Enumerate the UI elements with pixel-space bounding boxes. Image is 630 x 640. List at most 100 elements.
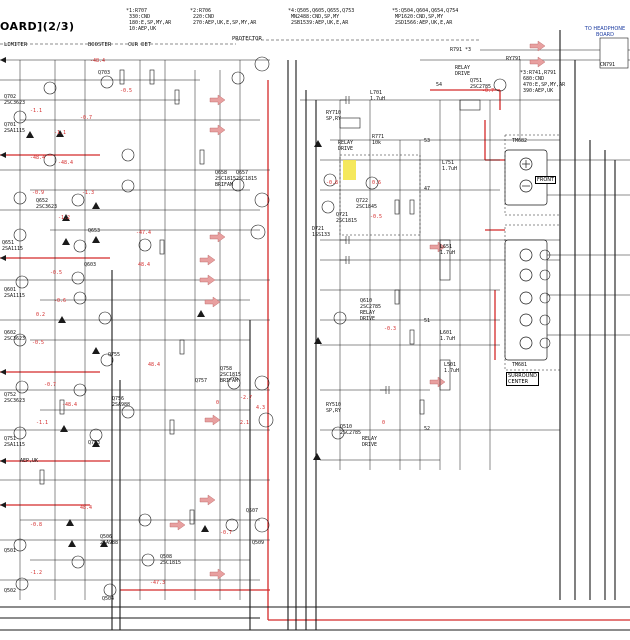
voltage-v34: -47.3 <box>150 580 166 586</box>
voltage-v3: -1.1 <box>30 108 43 114</box>
components-small <box>39 69 425 525</box>
node-47: 47 <box>424 186 431 192</box>
warning-triangles <box>26 130 322 547</box>
l651-label: L651 1.7uH <box>440 244 456 256</box>
q756: Q756 2SA988 <box>112 396 131 408</box>
q703: Q703 <box>98 70 111 76</box>
terminal-front <box>504 149 548 206</box>
highlight-mark <box>343 160 356 180</box>
q755: Q755 <box>108 352 121 358</box>
page-title: OARD](2/3) <box>0 20 75 33</box>
cn791-label: CN791 <box>600 62 616 68</box>
section-label-protector: PROTECTOR <box>232 36 262 42</box>
note-r707: *1:R707 330:CND 180:E,SP,MY,AR 10:AEP,UK <box>126 8 172 32</box>
left-edge-arrows <box>0 57 6 508</box>
tm682-label: TM682 <box>512 138 528 144</box>
voltage-v23: 4.3 <box>256 405 266 411</box>
section-label-curdet: CUR DET <box>128 42 152 48</box>
transistors <box>13 56 507 597</box>
voltage-v2: -0.5 <box>120 88 133 94</box>
voltage-v16: -0.5 <box>32 340 45 346</box>
q610: Q610 2SC2785 <box>360 298 382 310</box>
voltage-v8: -0.9 <box>32 190 45 196</box>
q502: Q502 <box>4 588 17 594</box>
q653: Q653 <box>88 228 101 234</box>
relay-drive-label-3: RELAY DRIVE <box>360 310 376 322</box>
q751-top: Q751 2SC2785 <box>470 78 492 90</box>
q652: Q652 2SC3623 <box>36 198 58 210</box>
voltage-v21: -2.7 <box>240 395 253 401</box>
voltage-v33: -1.2 <box>30 570 43 576</box>
voltage-v18: -0.7 <box>44 382 57 388</box>
to-headphone-label: TO HEADPHONE BOARD <box>584 26 626 38</box>
section-boxes <box>339 134 561 371</box>
q501: Q501 <box>4 548 17 554</box>
voltage-v20: -48.4 <box>62 402 78 408</box>
note-r741: *3:R741,R791 680:CND 470:E,SP,MY,AR 390:… <box>520 70 566 94</box>
q657: Q657 2SC1815 <box>236 170 258 182</box>
voltage-v26: 0.6 <box>372 180 382 186</box>
front-label: FRONT <box>535 176 557 184</box>
node-53: 53 <box>424 138 431 144</box>
q752: Q752 2SC3623 <box>4 392 26 404</box>
bus-lines <box>0 30 630 631</box>
voltage-v12: -47.4 <box>136 230 152 236</box>
l751-label: L751 1.7uH <box>442 160 458 172</box>
q701: Q701 2SA1115 <box>4 122 26 134</box>
q702: Q702 2SC3623 <box>4 94 26 106</box>
d721-label: D721 1SS133 <box>312 226 331 238</box>
l601-label: L601 1.7uH <box>440 330 456 342</box>
voltage-v10: -1.3 <box>82 190 95 196</box>
voltage-v4: -1.1 <box>54 130 67 136</box>
relay-drive-label-4: RELAY DRIVE <box>362 436 378 448</box>
q603: Q603 <box>84 262 97 268</box>
q506: Q506 2SA988 <box>100 534 119 546</box>
node-51: 51 <box>424 318 431 324</box>
voltage-v14: -0.6 <box>54 298 67 304</box>
aep-uk-label: AEP,UK <box>20 458 39 464</box>
l701-label: L701 1.7uH <box>370 90 386 102</box>
connector-arrows <box>169 40 546 580</box>
voltage-v19: -1.1 <box>36 420 49 426</box>
rly510-label: RY510 SP,RY <box>326 402 342 414</box>
voltage-v9: -1.2 <box>58 215 71 221</box>
voltage-v31: 48.4 <box>80 505 93 511</box>
relay-drive-label-2: RELAY DRIVE <box>338 140 354 152</box>
note-q505: *4:Q505,Q605,Q655,Q753 MN2488:CND,SP,MY … <box>288 8 355 26</box>
q504: Q504 <box>102 596 115 602</box>
voltage-v29: -0.3 <box>384 326 397 332</box>
voltage-v25: -0.8 <box>326 180 339 186</box>
q509: Q509 <box>252 540 265 546</box>
q651: Q651 2SA1115 <box>2 240 24 252</box>
q753: Q753 <box>88 440 101 446</box>
section-label-booster: BOOSTER <box>88 42 112 48</box>
voltage-v35: -0.7 <box>220 530 233 536</box>
q758: Q758 2SC1815 BRIFAM <box>220 366 242 384</box>
voltage-v32: -0.8 <box>30 522 43 528</box>
tm681-label: TM681 <box>512 362 528 368</box>
q507: Q507 <box>246 508 259 514</box>
voltage-v7: -48.4 <box>58 160 74 166</box>
voltage-v27: -0.7 <box>482 88 495 94</box>
note-q504: *5:Q504,Q604,Q654,Q754 MP1620:CND,SP,MY … <box>392 8 459 26</box>
voltage-v11: -0.5 <box>50 270 63 276</box>
voltage-v30: 0 <box>382 420 386 426</box>
voltage-v28: -0.5 <box>370 214 383 220</box>
voltage-v15: 0.2 <box>36 312 46 318</box>
q722: Q722 2SC1845 <box>356 198 378 210</box>
q658: Q658 2SC1815 BRIFAM <box>215 170 237 188</box>
q602: Q602 2SC3623 <box>4 330 26 342</box>
relay-drive-label-1: RELAY DRIVE <box>455 65 471 77</box>
node-54: 54 <box>436 82 443 88</box>
relay-boxes <box>339 99 481 391</box>
rly710-label: RY710 SP,RY <box>326 110 342 122</box>
voltage-v22: 0 <box>216 400 220 406</box>
headphone-connector <box>599 37 629 69</box>
node-52: 52 <box>424 426 431 432</box>
r791-label: R791 *3 <box>450 47 472 53</box>
note-r706: *2:R706 220:CND 270:AEP,UK,E,SP,MY,AR <box>190 8 257 26</box>
section-label-limiter: LIMITER <box>4 42 28 48</box>
terminal-surround-right <box>539 249 551 349</box>
voltage-v6: -48.4 <box>30 155 46 161</box>
terminal-surround <box>504 239 548 361</box>
